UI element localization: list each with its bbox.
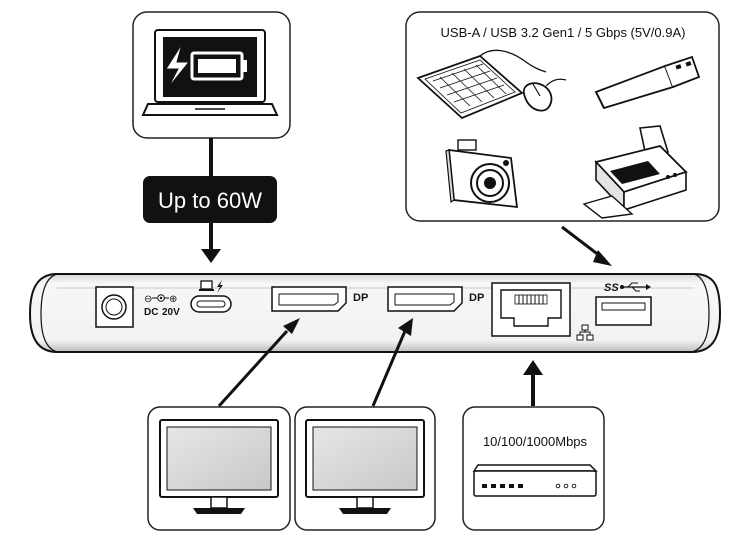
laptop-charge-icon	[199, 280, 223, 293]
lan-icon	[576, 324, 594, 341]
monitor-icon	[159, 419, 279, 514]
usb-superspeed-logo: SS	[604, 282, 619, 294]
monitor-2-panel	[294, 406, 436, 531]
usb-c-power-delivery-port	[190, 295, 232, 313]
battery-charging-icon	[165, 43, 247, 89]
usb-a-spec: USB-A / USB 3.2 Gen1 / 5 Gbps (5V/0.9A)	[441, 25, 686, 40]
camera-icon	[445, 139, 519, 209]
usb-flash-drive-icon	[594, 55, 701, 110]
dp2-label: DP	[469, 292, 484, 304]
ethernet-port	[491, 282, 571, 337]
network-switch-icon	[472, 464, 598, 497]
usb-peripherals-panel: USB-A / USB 3.2 Gen1 / 5 Gbps (5V/0.9A)	[405, 11, 720, 222]
monitor1-arrow-shaft	[217, 329, 289, 408]
power-callout-label: Up to 60W	[158, 188, 262, 213]
usb-a-port	[595, 296, 652, 326]
monitor1-arrow-head	[283, 318, 300, 334]
printer-icon	[582, 125, 688, 219]
power-callout: Up to 60W	[143, 176, 277, 223]
svg-text:⊖: ⊖	[144, 294, 152, 305]
monitor-icon	[305, 419, 425, 514]
monitor2-arrow-head	[398, 318, 413, 336]
displayport-2	[387, 286, 463, 312]
usb-icon: SS	[604, 282, 651, 294]
dc-power-port	[95, 286, 134, 328]
dc-label: DC	[144, 307, 158, 318]
monitor2-arrow-shaft	[371, 330, 407, 407]
usb-arrow-head	[593, 250, 612, 266]
dc-polarity-icon: ⊖ ⊕	[144, 294, 177, 305]
power-arrow-head	[201, 249, 221, 263]
dp1-label: DP	[353, 292, 368, 304]
monitor-1-panel	[147, 406, 291, 531]
mouse-icon	[522, 78, 567, 112]
svg-text:⊕: ⊕	[169, 294, 177, 305]
ethernet-speed: 10/100/1000Mbps	[483, 434, 588, 449]
ethernet-arrow-head	[523, 360, 543, 375]
displayport-1	[271, 286, 347, 312]
network-panel: 10/100/1000Mbps	[462, 406, 605, 531]
laptop-panel	[132, 11, 291, 139]
dc-voltage: 20V	[162, 307, 180, 318]
keyboard-icon	[416, 49, 547, 120]
